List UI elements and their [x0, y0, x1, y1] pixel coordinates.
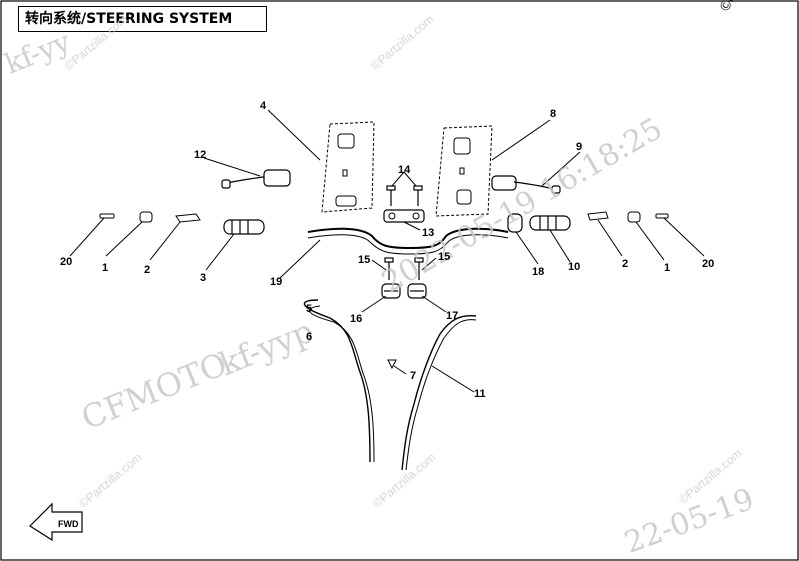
callout-13: 13: [422, 227, 435, 239]
riser-bolts: [384, 257, 424, 280]
cable-clip: [387, 359, 397, 370]
callout-14: 14: [398, 164, 411, 176]
left-brake-lever: [221, 169, 291, 189]
callout-19: 19: [270, 276, 283, 288]
right-cable-2: [405, 319, 477, 471]
callout-6: 6: [306, 331, 313, 343]
fwd-arrow: FWD: [29, 502, 83, 542]
right-switch-assembly: [435, 125, 493, 217]
right-grip: [529, 215, 571, 231]
callout-15-right: 15: [438, 251, 451, 263]
callout-9: 9: [576, 141, 583, 153]
callout-1-right: 1: [664, 262, 671, 274]
callout-18: 18: [532, 266, 545, 278]
left-switch-assembly: [321, 121, 375, 213]
callout-7: 7: [410, 370, 417, 382]
handlebar-inner: [307, 234, 509, 255]
callout-1-left: 1: [102, 262, 109, 274]
callout-8: 8: [550, 108, 557, 120]
right-lever: [491, 175, 561, 194]
page-title: 转向系统/STEERING SYSTEM: [18, 6, 267, 32]
left-bar-end-parts: [99, 211, 201, 223]
callout-11: 11: [474, 388, 486, 400]
right-cable: [401, 314, 477, 471]
callout-5: 5: [306, 303, 313, 315]
callout-12: 12: [194, 149, 207, 161]
callout-20-left: 20: [60, 256, 73, 268]
fwd-label: FWD: [58, 519, 79, 529]
left-grip: [223, 219, 265, 235]
right-bar-end-parts: [587, 211, 669, 223]
leader-lines: [69, 109, 705, 393]
throttle-housing: [507, 213, 523, 233]
clamp-bolts: [386, 185, 423, 206]
callout-2-left: 2: [144, 264, 151, 276]
callout-10: 10: [568, 261, 581, 273]
callout-16: 16: [350, 313, 363, 325]
callout-3: 3: [200, 272, 207, 284]
callout-4: 4: [260, 100, 267, 112]
risers: [381, 283, 427, 299]
left-cable-2: [308, 305, 375, 463]
callout-20-right: 20: [702, 258, 715, 270]
callout-15-left: 15: [358, 254, 371, 266]
callout-2-right: 2: [622, 258, 629, 270]
handlebar: [307, 227, 509, 250]
handlebar-clamp: [383, 209, 425, 223]
callout-17: 17: [446, 310, 459, 322]
left-cable: [303, 299, 371, 463]
